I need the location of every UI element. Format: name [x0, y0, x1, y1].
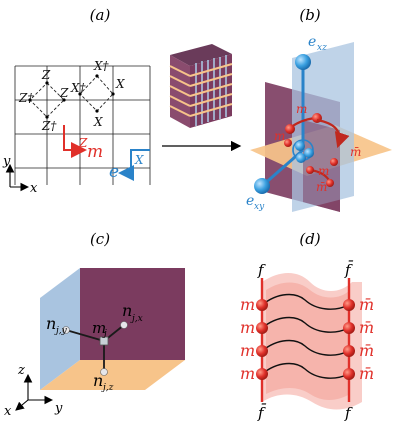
x-string-label: X	[134, 153, 144, 167]
x-string: X e	[109, 149, 150, 182]
op-x-right: X	[115, 77, 125, 91]
e-xz-ball	[295, 54, 311, 70]
axes-c	[15, 373, 54, 411]
axis-z-label: z	[17, 363, 25, 378]
e-xy-label: e	[246, 193, 254, 209]
z-string: Z m	[63, 125, 103, 162]
m-balls	[256, 299, 355, 380]
operator-dots	[28, 74, 115, 119]
panel-d: (d) f f̄ f̄ f m m m	[240, 230, 374, 422]
f-bottom-right: f	[344, 404, 353, 422]
m-j-subscript: j	[102, 329, 107, 339]
op-z-top: Z	[41, 68, 51, 82]
xy-floor	[40, 360, 185, 390]
op-z-right: Z	[59, 86, 69, 100]
m-label-lower: m	[318, 164, 329, 178]
e-particle-label: e	[109, 162, 119, 182]
flux-ribbon-inner	[266, 282, 350, 400]
node-n-x	[120, 321, 128, 329]
node-m-j	[99, 336, 109, 346]
op-x-bottom: X	[93, 115, 103, 129]
mbar-right-2: m̄	[359, 318, 374, 337]
e-xy-string	[261, 148, 304, 188]
m-left-1: m	[240, 295, 255, 314]
m-left-2: m	[240, 318, 255, 337]
panel-b: (b) e xz e xy	[246, 6, 392, 212]
xz-plane-front	[303, 120, 340, 212]
lattice-grid	[14, 65, 151, 185]
op-z-dagger-left: Z†	[18, 91, 34, 105]
flux-ribbon	[262, 273, 362, 410]
panel-c-label: (c)	[90, 230, 110, 248]
m-particle-label: m	[87, 142, 103, 162]
axis-x-label: x	[30, 181, 38, 196]
center-ball-2	[304, 148, 314, 158]
e-xy-ball	[254, 178, 270, 194]
wavy-bonds	[261, 293, 350, 379]
n-x-label: n	[122, 301, 132, 320]
n-y-subscript: j,y	[54, 326, 68, 336]
n-y-label: n	[46, 314, 56, 333]
n-x-subscript: j,x	[130, 314, 143, 324]
mbar-label-lower: m̄	[316, 180, 327, 194]
n-z-subscript: j,z	[101, 383, 114, 393]
m-left-4: m	[240, 364, 255, 383]
m-label-left: m	[274, 129, 285, 143]
e-xz-label: e	[308, 34, 316, 50]
f-top-left: f	[257, 261, 266, 279]
node-n-y	[62, 326, 70, 334]
op-x-dagger-top: X†	[93, 59, 110, 73]
op-x-dagger-left: X†	[70, 81, 87, 95]
panel-b-label: (b)	[299, 6, 320, 24]
panel-a: (a) X† Z Z† Z Z† X† X	[2, 6, 151, 196]
m-left-3: m	[240, 341, 255, 360]
mbar-right-4: m̄	[359, 364, 374, 383]
panel-a-label: (a)	[90, 6, 111, 24]
m-j-label: m	[92, 319, 106, 337]
node-n-z	[100, 368, 108, 376]
yz-wall	[40, 268, 80, 390]
mbar-label-right: m̄	[350, 145, 361, 159]
mbar-right-1: m̄	[359, 295, 374, 314]
f-bottom-left: f̄	[257, 404, 266, 422]
center-ball-3	[296, 153, 306, 163]
layered-cube-icon	[169, 44, 233, 128]
panel-d-label: (d)	[299, 230, 320, 248]
z-string-label: Z	[78, 136, 88, 150]
panel-c: (c) n j,y m j n j,x n j,z z y	[4, 230, 185, 419]
axis-y-label: y	[2, 154, 11, 169]
m-excitations	[284, 113, 350, 187]
center-ball-1	[295, 141, 305, 151]
op-z-dagger-bottom: Z†	[41, 119, 57, 133]
m-label-top: m	[296, 102, 307, 116]
n-z-label: n	[93, 371, 103, 390]
axis-x-label-c: x	[4, 404, 12, 419]
f-top-right: f̄	[344, 261, 353, 279]
axis-y-label-c: y	[54, 401, 63, 416]
mbar-right-3: m̄	[359, 341, 374, 360]
axes-a: y x	[2, 154, 38, 196]
e-xz-subscript: xz	[317, 43, 327, 53]
e-xy-subscript: xy	[254, 202, 265, 212]
